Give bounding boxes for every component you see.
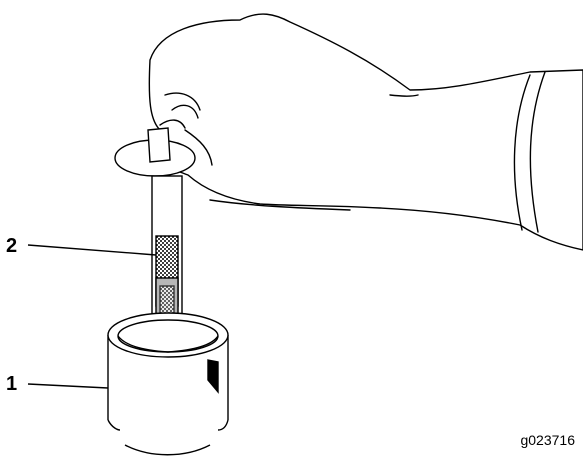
figure-id: g023716: [520, 432, 575, 448]
callout-2-label: 2: [6, 236, 17, 256]
dipstick: [152, 176, 182, 336]
hand: [149, 14, 583, 250]
callout-1-leader: [28, 384, 108, 388]
callout-1-label: 1: [6, 374, 17, 394]
callout-2-leader: [28, 245, 156, 255]
filler-tube: [108, 313, 228, 455]
